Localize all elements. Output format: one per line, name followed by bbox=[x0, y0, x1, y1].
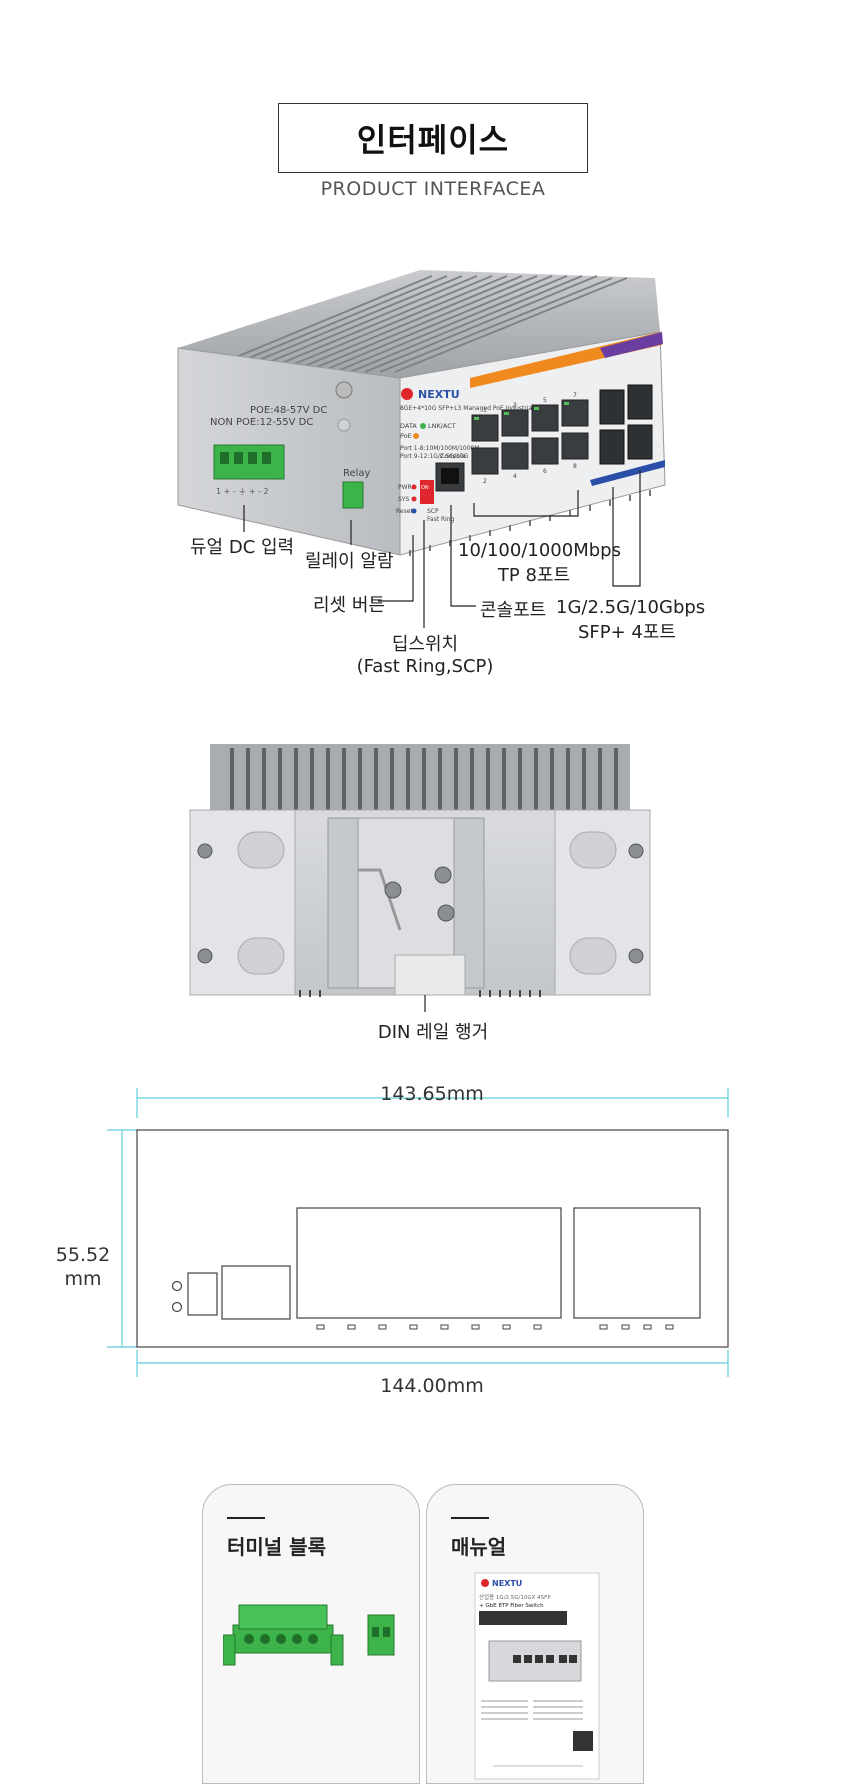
callout-dip-switch: 딥스위치 (Fast Ring,SCP) bbox=[350, 630, 500, 677]
manual-brand: NEXTU bbox=[492, 1579, 522, 1588]
port-number-4: 4 bbox=[513, 473, 517, 480]
port-number-3: 3 bbox=[513, 402, 517, 409]
callout-dip-line1: 딥스위치 bbox=[391, 634, 459, 655]
port-number-8: 8 bbox=[573, 463, 577, 470]
port-number-2: 2 bbox=[483, 478, 487, 485]
dimension-height-unit: mm bbox=[64, 1268, 102, 1290]
sfp-port-group bbox=[599, 384, 653, 465]
device-front-illustration: POE:48-57V DC NON POE:12-55V DC 1 + - ⏚ … bbox=[177, 270, 666, 556]
console-text: Console bbox=[440, 452, 466, 460]
sys-label: SYS bbox=[398, 496, 409, 503]
port-number-6: 6 bbox=[543, 468, 547, 475]
callout-console-port: 콘솔포트 bbox=[480, 600, 547, 621]
port-number-7: 7 bbox=[573, 392, 577, 399]
page-title: 인터페이스 bbox=[278, 103, 588, 173]
page-subtitle: PRODUCT INTERFACEA bbox=[320, 178, 546, 200]
power-text-1: POE:48-57V DC bbox=[250, 405, 327, 416]
power-text-2: NON POE:12-55V DC bbox=[210, 417, 313, 428]
callout-reset-button: 리셋 버튼 bbox=[313, 595, 385, 616]
callout-dual-dc: 듀얼 DC 입력 bbox=[190, 537, 295, 558]
callout-tp-ports: 10/100/1000Mbps TP 8포트 bbox=[458, 540, 621, 587]
dimension-bottom-width: 144.00mm bbox=[380, 1375, 484, 1397]
relay-text: Relay bbox=[343, 468, 371, 479]
callout-relay-alarm: 릴레이 알람 bbox=[305, 551, 394, 572]
port-text-1: Port 1-8:10M/100M/1000M bbox=[400, 445, 480, 452]
accessory-card-terminal-block: 터미널 블록 bbox=[202, 1484, 420, 1784]
device-model-text: 8GE+4*10G SFP+L3 Managed PoE Industrial … bbox=[400, 405, 556, 412]
port-number-5: 5 bbox=[543, 397, 547, 404]
manual-line2: + GbE 8TP Fiber Switch bbox=[479, 1603, 544, 1609]
led-lnkact: LNK/ACT bbox=[428, 422, 456, 430]
dimension-top-width: 143.65mm bbox=[380, 1083, 484, 1105]
callout-lines bbox=[243, 470, 641, 628]
brand-logo-icon bbox=[401, 388, 413, 400]
dip-on-label: ON bbox=[421, 485, 429, 491]
led-poe: PoE bbox=[400, 432, 412, 440]
dimension-height: 55.52 mm bbox=[50, 1243, 116, 1291]
pwr-label: PWR bbox=[398, 484, 412, 491]
din-rail-label: DIN 레일 행거 bbox=[377, 1022, 489, 1043]
led-data: DATA bbox=[400, 422, 417, 430]
port-number-1: 1 bbox=[483, 407, 487, 414]
dimension-outline bbox=[136, 1129, 729, 1348]
accessory-card-manual: 매뉴얼 NEXTU 산업용 1G/2.5G/10GX 4SFP + GbE 8T… bbox=[426, 1484, 644, 1784]
fastring-label: Fast Ring bbox=[427, 516, 455, 523]
relay-terminal bbox=[342, 481, 364, 509]
manual-line1: 산업용 1G/2.5G/10GX 4SFP bbox=[479, 1593, 551, 1601]
card-title-manual: 매뉴얼 bbox=[451, 1535, 507, 1559]
rj45-port-group bbox=[471, 399, 589, 475]
callout-tp-line2: TP 8포트 bbox=[497, 565, 571, 586]
dimension-height-value: 55.52 bbox=[55, 1244, 111, 1266]
dimension-drawing bbox=[107, 1088, 729, 1377]
dip-switch bbox=[420, 480, 434, 504]
terminal-pins: 1 + - ⏚ + - 2 bbox=[216, 487, 269, 496]
callout-dip-line2: (Fast Ring,SCP) bbox=[356, 656, 494, 677]
port-text-2: Port 9-12:1G/2.5G/10G bbox=[400, 453, 469, 460]
device-back-illustration bbox=[189, 744, 651, 1012]
card-title-terminal-block: 터미널 블록 bbox=[227, 1535, 326, 1559]
scp-label: SCP bbox=[427, 508, 439, 515]
terminal-block-image bbox=[223, 1604, 395, 1666]
callout-sfp-ports: 1G/2.5G/10Gbps SFP+ 4포트 bbox=[556, 597, 706, 644]
manual-image: NEXTU 산업용 1G/2.5G/10GX 4SFP + GbE 8TP Fi… bbox=[474, 1572, 600, 1780]
card-divider bbox=[227, 1517, 265, 1519]
callout-tp-line1: 10/100/1000Mbps bbox=[458, 540, 621, 561]
card-divider bbox=[451, 1517, 489, 1519]
callout-sfp-line2: SFP+ 4포트 bbox=[577, 622, 676, 643]
device-brand: NEXTU bbox=[418, 388, 460, 401]
reset-label: Reset bbox=[396, 508, 413, 515]
qr-code-icon bbox=[573, 1731, 593, 1751]
callout-sfp-line1: 1G/2.5G/10Gbps bbox=[556, 597, 706, 618]
